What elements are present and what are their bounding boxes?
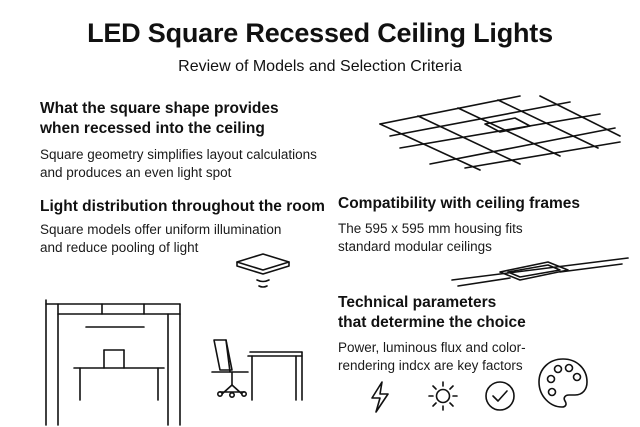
- page-title: LED Square Recessed Ceiling Lights: [87, 18, 553, 48]
- page-subtitle: Review of Models and Selection Criteria: [178, 58, 462, 75]
- ceiling-frame-panel-illustration: [451, 257, 629, 287]
- ceiling-grid-illustration: [379, 95, 621, 171]
- section-light-distribution: Light distribution throughout the room S…: [40, 197, 340, 257]
- section-body: The 595 x 595 mm housing fits standard m…: [338, 221, 523, 254]
- section-body: Square models offer uniform illumination…: [40, 222, 282, 255]
- section-heading: Technical parameters that determine the …: [338, 294, 526, 331]
- section-body: Square geometry simplifies layout calcul…: [40, 147, 317, 180]
- checkmark-circle-icon: [485, 381, 515, 411]
- sun-icon: [428, 381, 458, 411]
- section-ceiling-frames: Compatibility with ceiling frames The 59…: [338, 194, 628, 256]
- section-heading: Light distribution throughout the room: [40, 198, 325, 215]
- section-body: Power, luminous flux and color- renderin…: [338, 340, 526, 373]
- office-room-illustration: [45, 299, 303, 426]
- ceiling-light-icon: [236, 253, 290, 288]
- section-technical-parameters: Technical parameters that determine the …: [338, 293, 628, 375]
- section-heading: Compatibility with ceiling frames: [338, 195, 581, 212]
- color-palette-icon: [538, 358, 588, 408]
- section-square-shape: What the square shape provides when rece…: [40, 99, 340, 182]
- section-heading: What the square shape provides when rece…: [40, 100, 279, 137]
- lightning-icon: [371, 381, 389, 413]
